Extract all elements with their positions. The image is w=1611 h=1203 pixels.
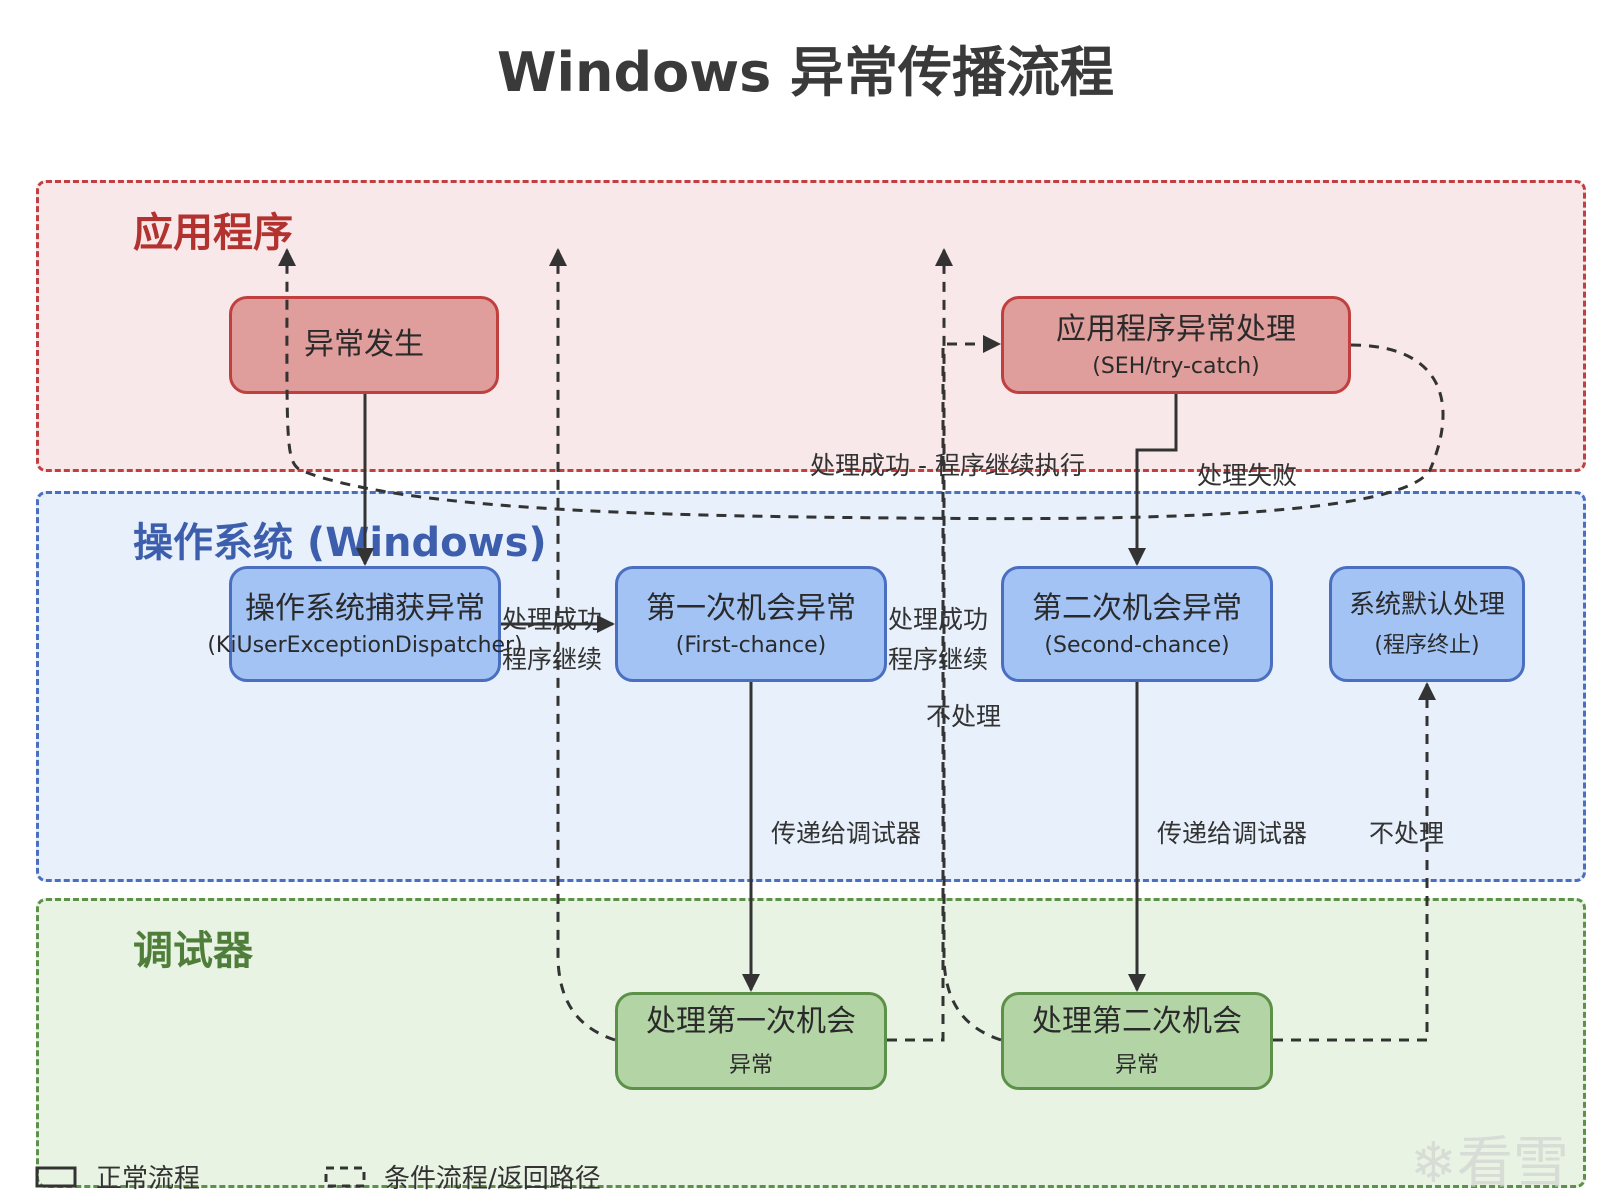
node-os-capture[interactable]: 操作系统捕获异常 (KiUserExceptionDispatcher) <box>207 566 523 682</box>
node-default-handler-title: 系统默认处理 <box>1348 589 1505 620</box>
edge-label-continue-2b: 程序继续 <box>888 645 989 674</box>
node-debugger-second-subtitle: 异常 <box>1114 1052 1159 1078</box>
legend-dashed-swatch <box>324 1166 366 1188</box>
snowflake-icon: ❄ <box>1410 1131 1457 1196</box>
edge-debugger-first-to-handler <box>887 335 1001 1042</box>
node-os-capture-title: 操作系统捕获异常 <box>245 590 485 626</box>
legend-dashed-label: 条件流程/返回路径 <box>384 1164 601 1194</box>
node-app-handler-title: 应用程序异常处理 <box>1056 311 1296 347</box>
node-debugger-second[interactable]: 处理第二次机会 异常 <box>1001 992 1273 1090</box>
edge-label-continue-1b: 程序继续 <box>502 645 603 674</box>
edge-handler-fail-to-second <box>1128 394 1178 566</box>
page-title: Windows 异常传播流程 <box>496 41 1115 104</box>
node-debugger-first-subtitle: 异常 <box>728 1052 773 1078</box>
node-second-chance-subtitle: (Second-chance) <box>1044 633 1230 659</box>
edge-label-success-1a: 处理成功 <box>502 605 603 634</box>
zone-application-label: 应用程序 <box>133 210 293 256</box>
node-os-capture-subtitle: (KiUserExceptionDispatcher) <box>207 633 523 659</box>
node-first-chance-subtitle: (First-chance) <box>675 633 827 659</box>
node-app-exception-handler[interactable]: 应用程序异常处理 (SEH/try-catch) <box>1001 296 1351 394</box>
edge-label-pass-debugger-1: 传递给调试器 <box>771 819 922 848</box>
zone-debugger-label: 调试器 <box>133 928 253 974</box>
edge-label-not-handled-2: 不处理 <box>1369 819 1445 848</box>
edge-label-success-continue: 处理成功 - 程序继续执行 <box>810 451 1085 480</box>
edge-label-handle-fail: 处理失败 <box>1197 461 1298 490</box>
node-default-handler[interactable]: 系统默认处理 (程序终止) <box>1329 566 1525 682</box>
node-first-chance-title: 第一次机会异常 <box>646 590 856 626</box>
zone-operating-system <box>36 491 1586 882</box>
edge-label-pass-debugger-2: 传递给调试器 <box>1157 819 1308 848</box>
node-second-chance-title: 第二次机会异常 <box>1032 590 1242 626</box>
node-default-handler-subtitle: (程序终止) <box>1374 633 1480 659</box>
edge-label-success-2a: 处理成功 <box>888 605 989 634</box>
node-debugger-first[interactable]: 处理第一次机会 异常 <box>615 992 887 1090</box>
zone-os-label: 操作系统 (Windows) <box>133 520 547 566</box>
edge-label-not-handled-1: 不处理 <box>926 702 1002 731</box>
node-debugger-second-title: 处理第二次机会 <box>1032 1004 1242 1040</box>
node-debugger-first-title: 处理第一次机会 <box>646 1004 856 1040</box>
legend-solid-swatch <box>35 1166 77 1188</box>
watermark: ❄看雪 <box>1410 1118 1569 1199</box>
legend-solid-label: 正常流程 <box>96 1164 201 1194</box>
watermark-text: 看雪 <box>1456 1131 1569 1196</box>
node-app-handler-subtitle: (SEH/try-catch) <box>1092 354 1260 380</box>
edge-debugger-second-to-default <box>1273 682 1436 1042</box>
node-first-chance[interactable]: 第一次机会异常 (First-chance) <box>615 566 887 682</box>
node-second-chance[interactable]: 第二次机会异常 (Second-chance) <box>1001 566 1273 682</box>
node-exception-occurs[interactable]: 异常发生 <box>229 296 499 394</box>
node-exception-occurs-title: 异常发生 <box>304 327 424 363</box>
edge-handler-success-return <box>277 248 1445 521</box>
